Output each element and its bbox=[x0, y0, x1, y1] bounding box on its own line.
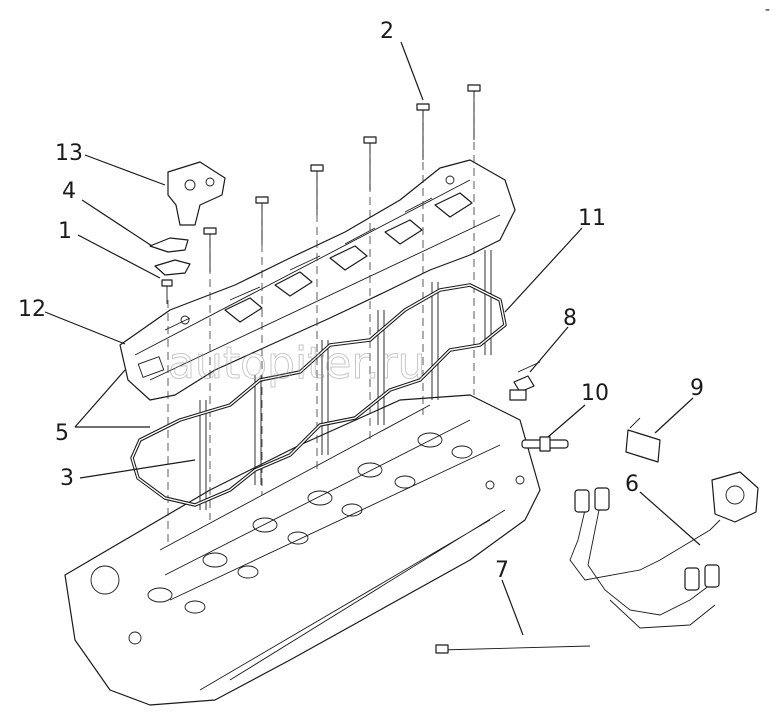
callout-7: 7 bbox=[495, 558, 509, 583]
callout-10: 10 bbox=[581, 381, 609, 406]
rod-7 bbox=[435, 644, 591, 654]
callout-11: 11 bbox=[578, 206, 606, 231]
rocker-housing bbox=[119, 159, 516, 401]
cylinder-head bbox=[64, 394, 541, 706]
callout-2: 2 bbox=[380, 19, 394, 44]
bracket-13 bbox=[167, 161, 226, 226]
wiring-harness-6 bbox=[569, 471, 759, 629]
callout-9: 9 bbox=[690, 376, 704, 401]
gasket bbox=[130, 283, 507, 507]
watermark: autopiter.ru bbox=[168, 338, 426, 389]
bolt-1 bbox=[161, 279, 173, 304]
connector-9 bbox=[625, 417, 661, 463]
callout-12: 12 bbox=[18, 297, 46, 322]
valve-pockets bbox=[90, 432, 525, 645]
corner-mark: - bbox=[765, 2, 770, 18]
rocker-arms bbox=[224, 192, 473, 323]
leader-lines bbox=[44, 41, 701, 636]
callout-4: 4 bbox=[62, 179, 76, 204]
callout-8: 8 bbox=[563, 306, 577, 331]
washer-4 bbox=[149, 237, 191, 276]
tube-10 bbox=[521, 436, 569, 452]
callout-numbers: 2 13 4 1 12 5 3 11 8 10 9 6 7 bbox=[18, 19, 704, 583]
callout-13: 13 bbox=[55, 141, 83, 166]
housing-bolts bbox=[167, 84, 492, 545]
callout-3: 3 bbox=[60, 466, 74, 491]
callout-1: 1 bbox=[58, 219, 72, 244]
callout-5: 5 bbox=[55, 421, 69, 446]
fitting-8 bbox=[509, 361, 541, 401]
callout-6: 6 bbox=[625, 472, 639, 497]
